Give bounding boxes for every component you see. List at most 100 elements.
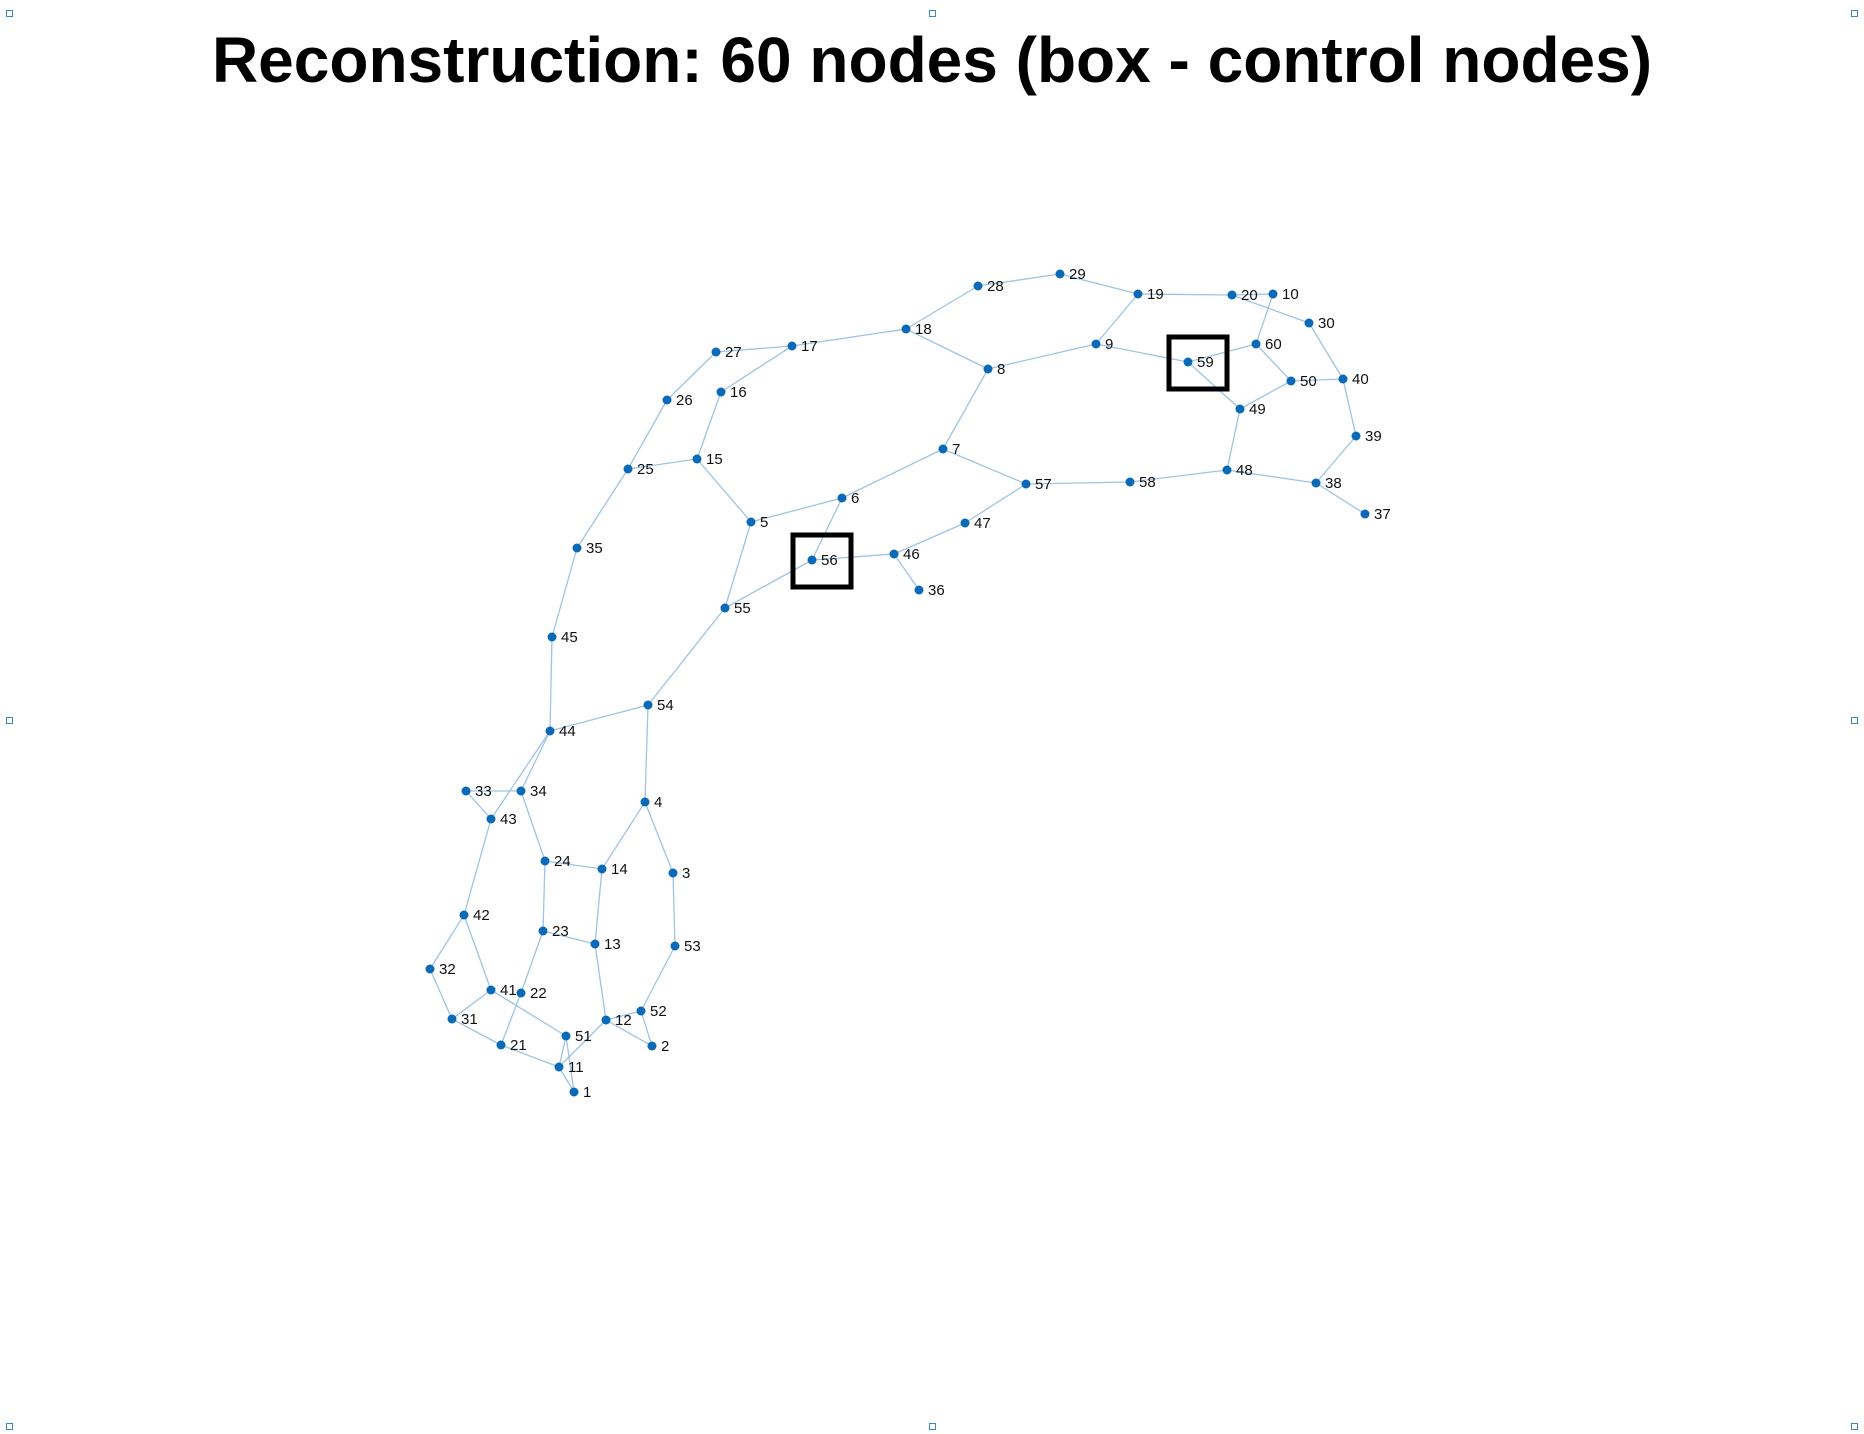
node-47 [960, 518, 970, 528]
edge-13-14 [594, 868, 603, 945]
resize-handle-top-left[interactable] [6, 10, 13, 17]
node-label-31: 31 [461, 1011, 478, 1028]
resize-handle-bottom-left[interactable] [6, 1423, 13, 1430]
node-label-12: 12 [615, 1012, 632, 1029]
node-label-21: 21 [510, 1037, 527, 1054]
edge-11-51 [558, 1035, 567, 1068]
node-21 [496, 1040, 506, 1050]
node-label-42: 42 [473, 907, 490, 924]
edge-44-45 [549, 636, 553, 732]
resize-handle-bottom-center[interactable] [929, 1423, 936, 1430]
node-25 [623, 464, 633, 474]
node-label-49: 49 [1249, 401, 1266, 418]
edge-4-14 [601, 801, 646, 870]
node-42 [459, 910, 469, 920]
node-label-38: 38 [1325, 475, 1342, 492]
node-7 [938, 444, 948, 454]
node-41 [486, 985, 496, 995]
node-label-52: 52 [650, 1003, 667, 1020]
resize-handle-top-center[interactable] [929, 10, 936, 17]
node-18 [901, 324, 911, 334]
node-label-33: 33 [475, 783, 492, 800]
node-32 [425, 964, 435, 974]
edge-50-40 [1290, 378, 1344, 382]
edge-40-39 [1342, 378, 1357, 437]
resize-handle-middle-right[interactable] [1851, 717, 1858, 724]
node-label-16: 16 [730, 384, 747, 401]
edge-39-38 [1315, 435, 1357, 484]
node-19 [1133, 289, 1143, 299]
edge-18-8 [905, 328, 989, 370]
edge-15-16 [696, 391, 722, 460]
edge-5-55 [724, 521, 752, 609]
edge-19-20 [1137, 293, 1233, 296]
edge-22-23 [520, 930, 544, 994]
node-49 [1235, 404, 1245, 414]
node-46 [889, 549, 899, 559]
node-label-5: 5 [760, 514, 768, 531]
node-51 [561, 1031, 571, 1041]
edge-52-2 [640, 1010, 653, 1047]
edge-11-12 [558, 1019, 607, 1068]
node-label-39: 39 [1365, 428, 1382, 445]
resize-handle-bottom-right[interactable] [1851, 1423, 1858, 1430]
node-label-6: 6 [851, 490, 859, 507]
node-29 [1055, 269, 1065, 279]
edge-48-49 [1226, 408, 1241, 471]
control-boxes-layer [790, 334, 1230, 590]
edge-48-38 [1226, 469, 1317, 484]
edge-55-54 [647, 607, 726, 706]
node-10 [1268, 289, 1278, 299]
resize-handle-middle-left[interactable] [6, 717, 13, 724]
edge-13-12 [594, 943, 607, 1021]
node-label-29: 29 [1069, 266, 1086, 283]
node-label-57: 57 [1035, 476, 1052, 493]
node-12 [601, 1015, 611, 1025]
edge-26-27 [666, 351, 717, 401]
edge-9-59 [1095, 343, 1189, 363]
edge-32-42 [429, 914, 465, 970]
node-label-3: 3 [682, 865, 690, 882]
node-16 [716, 387, 726, 397]
edge-25-26 [627, 399, 668, 470]
node-label-36: 36 [928, 582, 945, 599]
node-38 [1311, 478, 1321, 488]
node-28 [973, 281, 983, 291]
resize-handle-top-right[interactable] [1851, 10, 1858, 17]
node-56 [807, 555, 817, 565]
node-8 [983, 364, 993, 374]
edge-8-7 [942, 368, 989, 450]
node-label-15: 15 [706, 451, 723, 468]
edge-20-30 [1231, 294, 1310, 324]
node-label-7: 7 [952, 441, 960, 458]
edge-60-50 [1255, 343, 1292, 382]
edge-7-57 [942, 448, 1027, 485]
node-label-37: 37 [1374, 506, 1391, 523]
edge-55-56 [724, 559, 813, 609]
node-4 [640, 797, 650, 807]
edge-19-9 [1095, 293, 1139, 345]
node-label-45: 45 [561, 629, 578, 646]
node-6 [837, 493, 847, 503]
node-label-44: 44 [559, 723, 576, 740]
edge-29-19 [1059, 273, 1139, 295]
node-label-27: 27 [725, 344, 742, 361]
node-20 [1227, 290, 1237, 300]
node-24 [540, 856, 550, 866]
node-label-53: 53 [684, 938, 701, 955]
node-label-4: 4 [654, 794, 662, 811]
node-label-40: 40 [1352, 371, 1369, 388]
node-label-48: 48 [1236, 462, 1253, 479]
edge-59-60 [1187, 343, 1257, 363]
edge-49-59 [1187, 361, 1241, 410]
node-23 [538, 926, 548, 936]
node-9 [1091, 339, 1101, 349]
edge-46-36 [893, 553, 920, 591]
node-label-11: 11 [568, 1059, 584, 1076]
edge-20-10 [1231, 293, 1274, 296]
node-5 [746, 517, 756, 527]
edge-52-53 [640, 945, 676, 1012]
node-label-1: 1 [583, 1084, 591, 1101]
edge-41-42 [463, 914, 492, 991]
